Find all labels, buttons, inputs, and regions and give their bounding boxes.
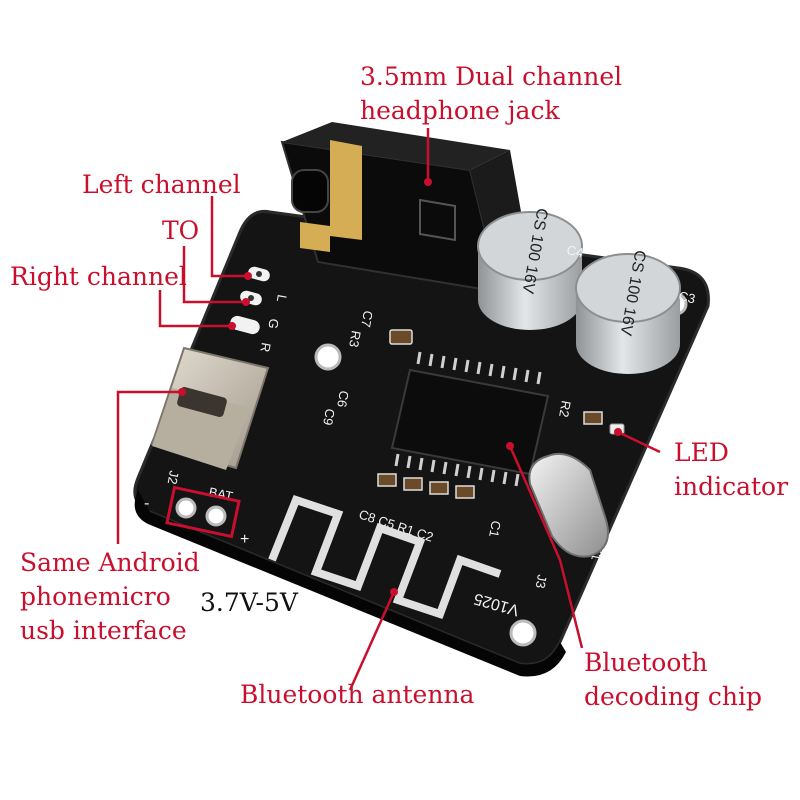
silk-label: G: [265, 317, 282, 330]
micro-usb-port: [150, 346, 270, 470]
silk-label: J2: [165, 469, 182, 485]
callout-jack-line1: 3.5mm Dual channel: [360, 62, 623, 91]
mounting-hole: [509, 619, 537, 647]
capacitor: [477, 211, 583, 330]
silk-label: C6: [334, 389, 352, 408]
callout-line-right: [158, 290, 232, 328]
callout-jack-line2: headphone jack: [360, 96, 560, 125]
callout-chip-line1: Bluetooth: [584, 648, 708, 677]
callout-led-line1: LED: [674, 438, 729, 467]
smd-components: [377, 329, 603, 499]
silk-label: C1: [486, 519, 504, 538]
crystal-oscillator: [528, 452, 609, 558]
callout-chip-line2: decoding chip: [584, 682, 763, 711]
silk-label: C9: [320, 407, 338, 426]
callout-voltage: 3.7V-5V: [200, 588, 298, 617]
callout-line-to: [182, 246, 246, 304]
silk-label: J3: [533, 573, 550, 589]
silk-label: +: [240, 531, 249, 548]
silk-label: C4: [565, 242, 584, 260]
silk-label: -: [144, 495, 149, 512]
silk-label: R: [257, 341, 273, 353]
silk-label: C7: [358, 309, 376, 328]
callout-led-line2: indicator: [674, 472, 789, 501]
battery-pads: [165, 485, 241, 539]
callout-right-channel: Right channel: [10, 262, 187, 291]
silk-label: R2: [556, 399, 574, 418]
callout-left-channel: Left channel: [82, 170, 241, 199]
callout-dots: [178, 178, 622, 596]
callout-line-led: [617, 430, 661, 454]
callout-usb-line2: phonemicro: [20, 582, 171, 611]
callout-line-antenna: [348, 591, 396, 691]
silk-label: C3: [677, 288, 696, 306]
silk-label: L: [274, 293, 290, 303]
silk-label: R3: [346, 329, 364, 348]
callout-line-usb: [116, 390, 182, 544]
mounting-hole: [314, 343, 342, 371]
callout-antenna: Bluetooth antenna: [240, 680, 475, 709]
callout-line-left: [210, 196, 248, 278]
callout-line-chip: [508, 445, 584, 649]
callout-lines: [116, 128, 661, 691]
callout-usb-line3: usb interface: [20, 616, 187, 645]
capacitor: [575, 253, 681, 374]
antenna-trace: [268, 495, 502, 620]
callout-to: TO: [162, 216, 200, 245]
callout-usb-line1: Same Android: [20, 548, 200, 577]
